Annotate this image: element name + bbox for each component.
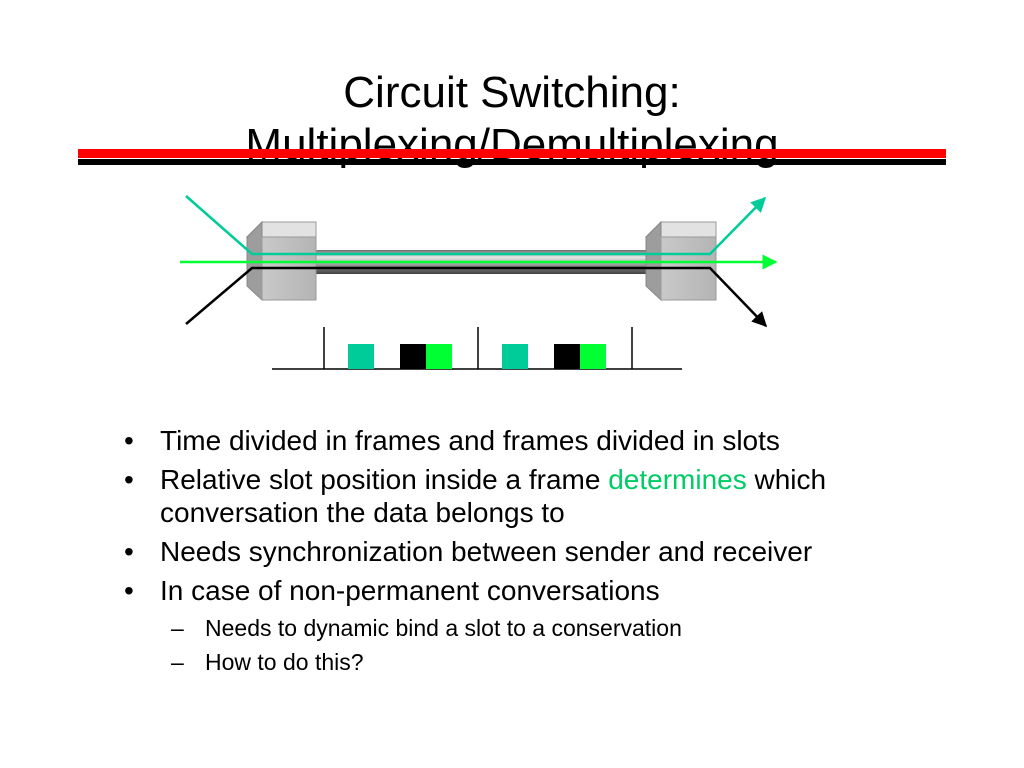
time-slot-green [580, 344, 606, 369]
bullet-item: Relative slot position inside a frame de… [120, 463, 980, 529]
sub-bullet-text: How to do this? [205, 649, 364, 675]
title-line-1: Circuit Switching: [343, 68, 681, 118]
title-rule-black [78, 159, 946, 165]
title-rule-red [78, 149, 946, 158]
bullet-text: Time divided in frames and frames divide… [160, 425, 780, 456]
time-slot-teal [502, 344, 528, 369]
bullet-highlight-word: determines [608, 464, 747, 495]
multiplexing-diagram [180, 195, 778, 370]
bullet-item: In case of non-permanent conversations N… [120, 574, 980, 677]
sub-bullet-list: Needs to dynamic bind a slot to a conser… [160, 613, 980, 677]
sub-bullet-item: Needs to dynamic bind a slot to a conser… [160, 613, 980, 643]
time-slot-black [400, 344, 426, 369]
teal-conversation-line [185, 195, 767, 256]
bullet-text: Needs synchronization between sender and… [160, 536, 813, 567]
bullet-text: In case of non-permanent conversations [160, 575, 660, 606]
tdm-frame-timeline [272, 327, 682, 370]
bullet-text-pre: Relative slot position inside a frame [160, 464, 609, 495]
black-conversation-line [185, 266, 768, 328]
time-slot-teal [348, 344, 374, 369]
bullet-item: Needs synchronization between sender and… [120, 535, 980, 568]
sub-bullet-text: Needs to dynamic bind a slot to a conser… [205, 615, 682, 641]
time-slot-black [554, 344, 580, 369]
sub-bullet-item: How to do this? [160, 647, 980, 677]
bullet-list: Time divided in frames and frames divide… [120, 424, 980, 683]
bullet-text-post: which conversation the data belongs to [160, 464, 827, 528]
time-slot-green [426, 344, 452, 369]
bullet-item: Time divided in frames and frames divide… [120, 424, 980, 457]
